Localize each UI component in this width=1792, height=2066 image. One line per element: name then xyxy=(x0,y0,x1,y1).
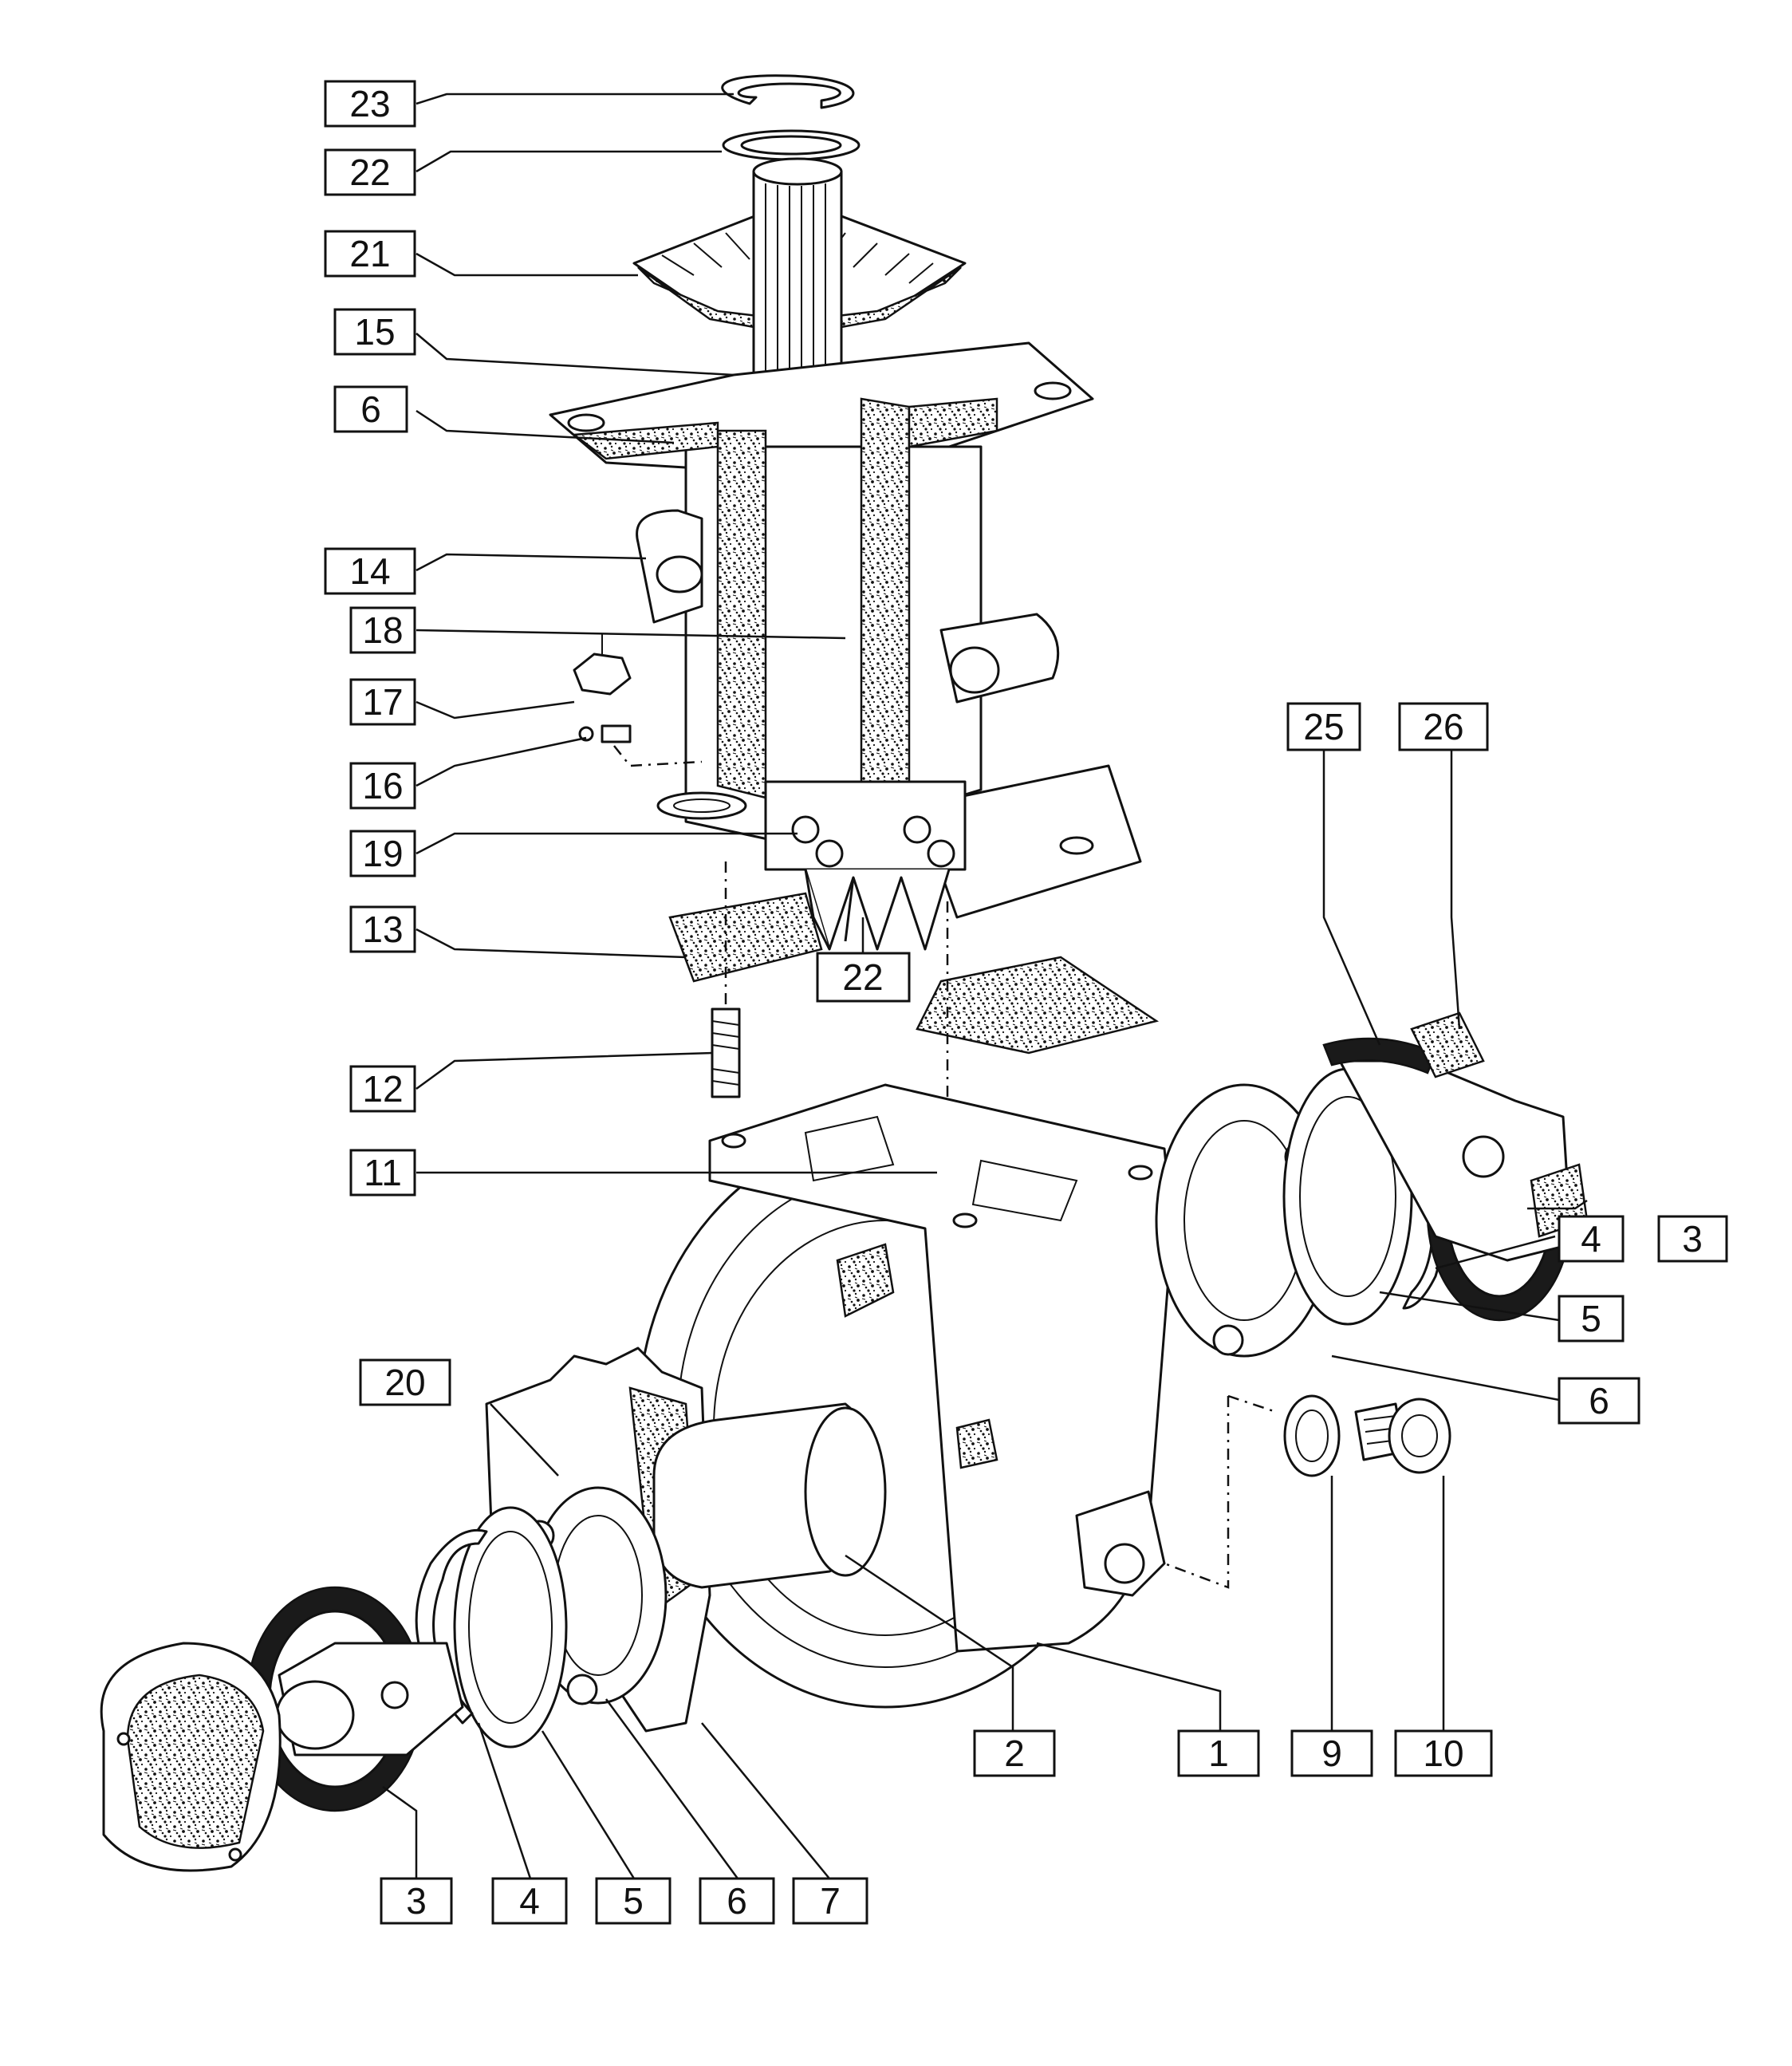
svg-text:3: 3 xyxy=(1682,1218,1703,1260)
svg-text:21: 21 xyxy=(349,233,390,274)
callout-9: 9 xyxy=(1290,1729,1373,1777)
svg-text:26: 26 xyxy=(1423,706,1463,747)
callout-19: 19 xyxy=(349,830,416,877)
callout-17: 17 xyxy=(349,678,416,726)
svg-text:25: 25 xyxy=(1303,706,1344,747)
svg-text:13: 13 xyxy=(362,909,403,950)
callout-25: 25 xyxy=(1286,702,1361,751)
svg-text:16: 16 xyxy=(362,765,403,806)
svg-text:23: 23 xyxy=(349,83,390,124)
stud xyxy=(711,1007,741,1098)
callout-16: 16 xyxy=(349,762,416,810)
callout-20: 20 xyxy=(359,1358,451,1406)
svg-text:6: 6 xyxy=(727,1880,747,1922)
svg-text:12: 12 xyxy=(362,1068,403,1110)
svg-text:5: 5 xyxy=(623,1880,644,1922)
hex-nut xyxy=(573,634,632,696)
gasket xyxy=(668,892,823,983)
svg-text:7: 7 xyxy=(820,1880,841,1922)
svg-text:3: 3 xyxy=(406,1880,427,1922)
svg-text:11: 11 xyxy=(364,1152,402,1193)
callout-14: 14 xyxy=(324,547,416,595)
callout-4: 4 xyxy=(1558,1215,1625,1263)
main-housing xyxy=(636,1083,1174,1709)
svg-text:22: 22 xyxy=(349,152,390,193)
callout-15: 15 xyxy=(333,308,416,356)
callout-7: 7 xyxy=(792,1877,868,1925)
svg-text:17: 17 xyxy=(362,681,403,723)
callout-6: 6 xyxy=(333,385,408,433)
svg-text:5: 5 xyxy=(1581,1298,1601,1339)
right-bearing-stack xyxy=(1155,1011,1589,1589)
callout-26: 26 xyxy=(1398,702,1489,751)
callout-10: 10 xyxy=(1394,1729,1493,1777)
svg-text:18: 18 xyxy=(362,609,403,651)
horizontal-shaft-assembly xyxy=(100,1346,887,1872)
svg-text:22: 22 xyxy=(842,956,883,998)
upper-housing xyxy=(549,341,1142,919)
callout-12: 12 xyxy=(349,1065,416,1113)
callout-5: 5 xyxy=(1558,1295,1625,1343)
svg-text:20: 20 xyxy=(384,1362,425,1403)
callout-6-right: 6 xyxy=(1558,1377,1640,1425)
svg-text:9: 9 xyxy=(1321,1733,1342,1774)
shim-washer xyxy=(1283,1394,1341,1477)
callout-22: 22 xyxy=(324,148,416,196)
leader-lines xyxy=(382,93,1588,1879)
callout-3-lower: 3 xyxy=(380,1877,453,1925)
svg-text:2: 2 xyxy=(1004,1733,1025,1774)
callout-13: 13 xyxy=(349,905,416,953)
svg-text:6: 6 xyxy=(1589,1380,1609,1421)
callout-6-lower: 6 xyxy=(699,1877,775,1925)
callout-labels: 23 22 21 15 6 14 18 17 16 19 13 22 12 11… xyxy=(324,80,1728,1925)
callout-22-lower: 22 xyxy=(816,952,911,1003)
callout-21: 21 xyxy=(324,230,416,278)
svg-text:10: 10 xyxy=(1423,1733,1463,1774)
callout-2: 2 xyxy=(973,1729,1056,1777)
callout-11: 11 xyxy=(349,1149,416,1197)
set-screw xyxy=(578,724,632,743)
upper-shaft-assembly xyxy=(549,74,1160,1191)
drain-plug xyxy=(1354,1398,1451,1474)
callout-4-lower: 4 xyxy=(491,1877,568,1925)
callout-3: 3 xyxy=(1657,1215,1728,1263)
pinion-gear xyxy=(764,780,967,951)
svg-text:19: 19 xyxy=(362,833,403,874)
svg-text:15: 15 xyxy=(354,311,395,353)
svg-text:4: 4 xyxy=(1581,1218,1601,1260)
callout-1: 1 xyxy=(1177,1729,1260,1777)
callout-23: 23 xyxy=(324,80,416,128)
svg-text:14: 14 xyxy=(349,550,390,592)
circlip xyxy=(721,74,855,109)
callout-5-lower: 5 xyxy=(595,1877,672,1925)
svg-text:6: 6 xyxy=(360,388,381,430)
callout-18: 18 xyxy=(349,606,416,654)
svg-text:1: 1 xyxy=(1208,1733,1229,1774)
shim xyxy=(453,1506,568,1749)
svg-text:4: 4 xyxy=(519,1880,540,1922)
bevel-gear xyxy=(632,157,967,380)
gasket xyxy=(916,956,1160,1055)
